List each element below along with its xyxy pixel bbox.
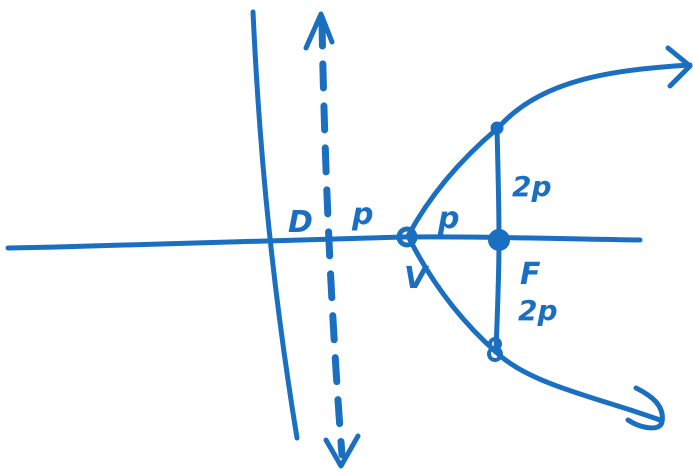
label-p-right: p	[437, 201, 459, 236]
parabola-curve	[405, 62, 693, 423]
parabola-arrow-top-icon	[665, 45, 693, 89]
label-2p-top: 2p	[512, 170, 552, 203]
directrix-stroke	[250, 9, 300, 441]
vertex-point	[396, 226, 418, 248]
directrix-dashed-line	[318, 18, 346, 459]
label-vertex: V	[404, 261, 430, 296]
label-p-left: p	[351, 197, 373, 232]
focus-point	[488, 229, 510, 251]
parabola-arrow-bottom-icon	[625, 385, 665, 431]
label-focus: F	[520, 257, 541, 292]
latus-bottom-endpoint-loop	[487, 346, 503, 362]
axis-line	[5, 234, 643, 251]
directrix-arrow-down-icon	[323, 433, 361, 469]
label-directrix: D	[288, 205, 313, 240]
label-2p-bottom: 2p	[518, 294, 558, 327]
latus-top-endpoint	[490, 121, 504, 135]
directrix-arrow-up-icon	[303, 11, 335, 51]
